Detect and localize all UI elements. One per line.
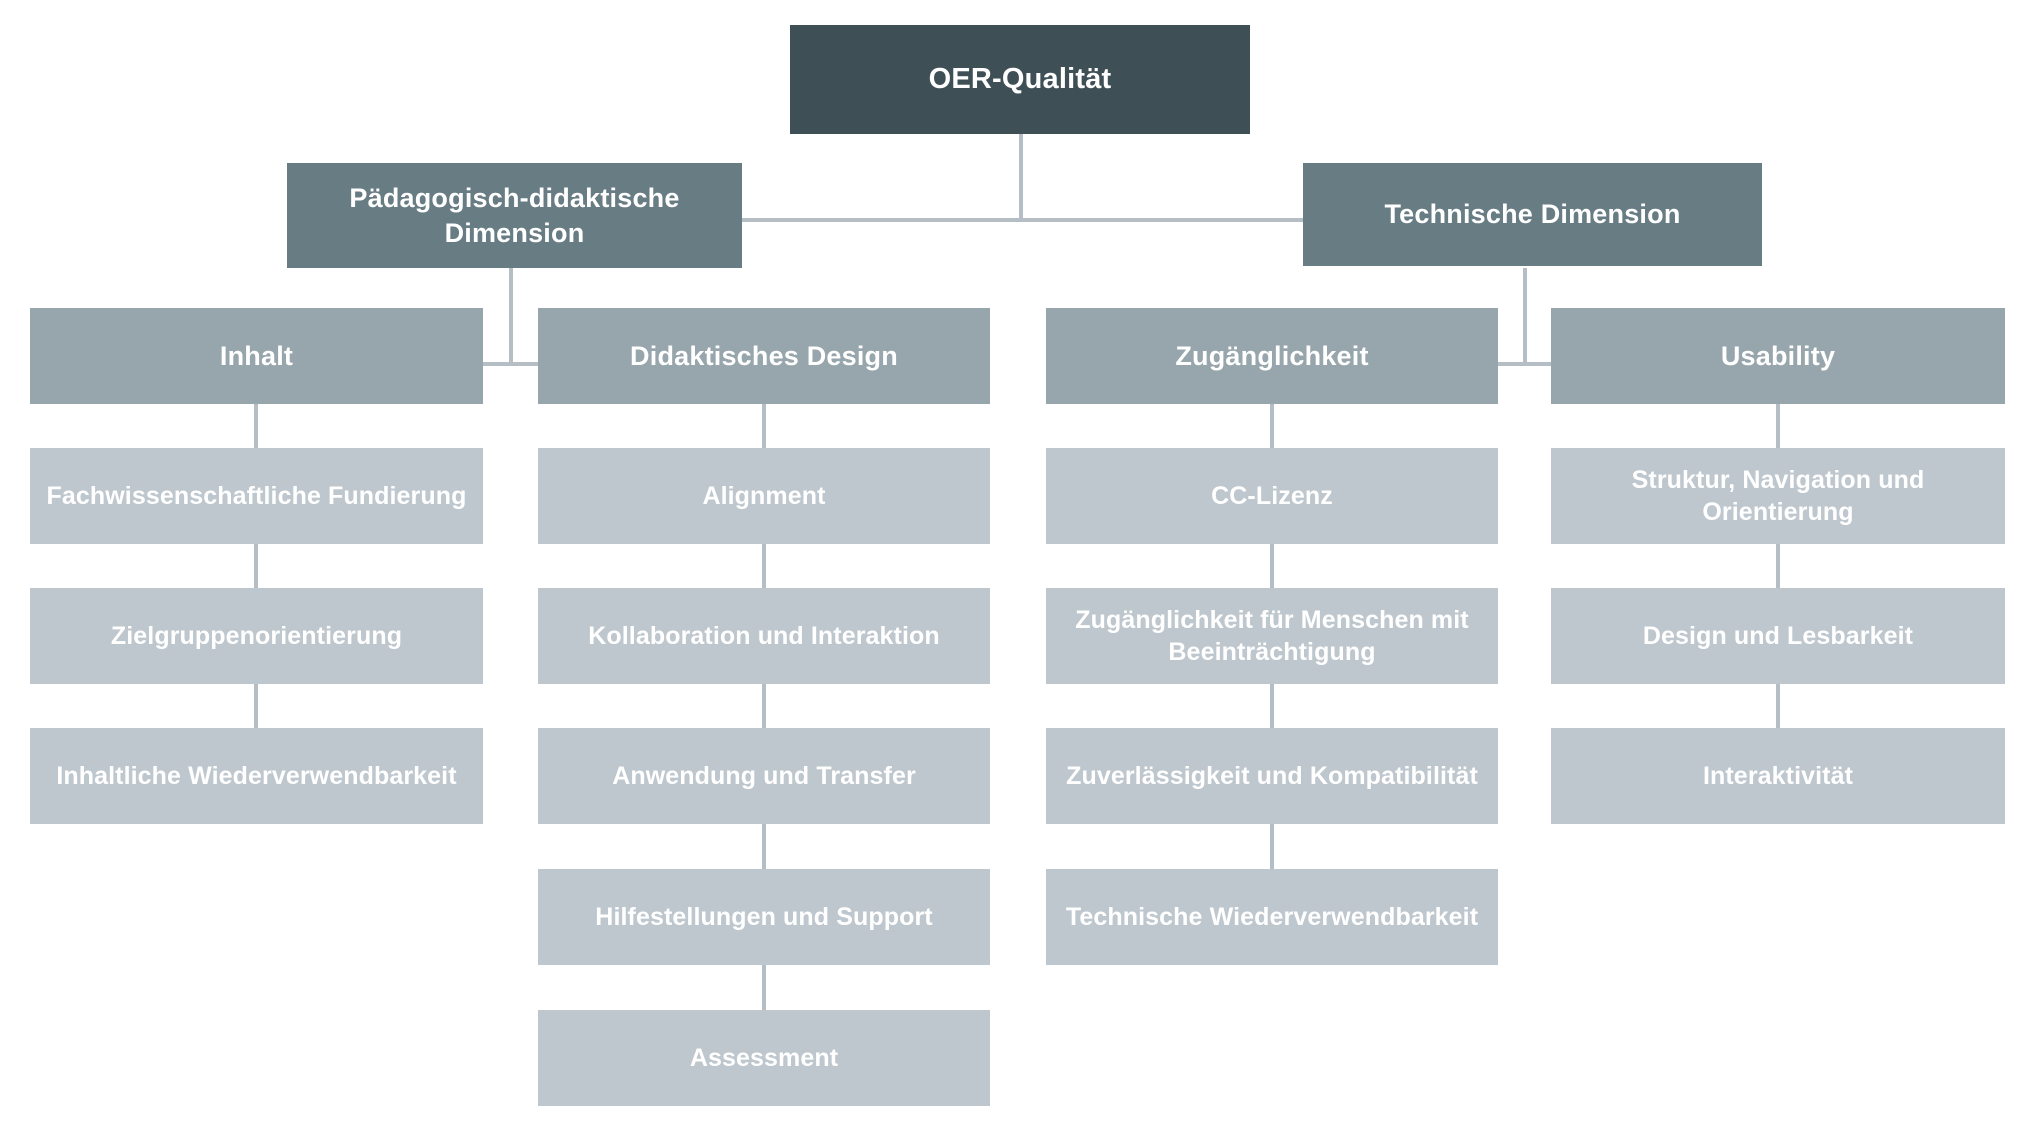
node-leaf-technische-wiederverwendbarkeit[interactable]: Technische Wiederverwendbarkeit — [1046, 869, 1498, 965]
node-category-usability[interactable]: Usability — [1551, 308, 2005, 404]
node-leaf-label: Assessment — [689, 1044, 839, 1072]
node-leaf-label: Alignment — [702, 482, 826, 510]
node-leaf-inhaltliche-wiederverwendbarkeit[interactable]: Inhaltliche Wiederverwendbarkeit — [30, 728, 483, 824]
node-leaf-label: CC-Lizenz — [1211, 482, 1333, 510]
node-leaf-label: Fachwissenschaftliche Fundierung — [46, 482, 467, 510]
node-leaf-label: Design und Lesbarkeit — [1642, 622, 1914, 650]
node-dimension-label: Technische Dimension — [1384, 199, 1681, 230]
node-leaf-label: Anwendung und Transfer — [612, 762, 916, 790]
node-leaf-label: Interaktivität — [1702, 762, 1854, 790]
node-dimension-paedagogisch-didaktisch[interactable]: Pädagogisch-didaktische Dimension — [287, 163, 742, 268]
node-leaf-label: Struktur, Navigation und Orientierung — [1631, 466, 1925, 526]
node-category-label: Didaktisches Design — [630, 340, 898, 371]
node-category-zugaenglichkeit[interactable]: Zugänglichkeit — [1046, 308, 1498, 404]
node-category-inhalt[interactable]: Inhalt — [30, 308, 483, 404]
node-leaf-zuverlaessigkeit-und-kompatibilitaet[interactable]: Zuverlässigkeit und Kompatibilität — [1046, 728, 1498, 824]
connector-spine-col2 — [762, 404, 766, 1036]
node-leaf-label: Inhaltliche Wiederverwendbarkeit — [56, 762, 457, 790]
connector-root-bus — [511, 218, 1527, 222]
node-leaf-alignment[interactable]: Alignment — [538, 448, 990, 544]
node-leaf-assessment[interactable]: Assessment — [538, 1010, 990, 1106]
node-leaf-label: Zielgruppenorientierung — [110, 622, 403, 650]
connector-dim-right-stem — [1523, 268, 1527, 364]
node-leaf-label: Kollaboration und Interaktion — [588, 622, 940, 650]
node-category-didaktisches-design[interactable]: Didaktisches Design — [538, 308, 990, 404]
node-leaf-fachwissenschaftliche-fundierung[interactable]: Fachwissenschaftliche Fundierung — [30, 448, 483, 544]
node-leaf-label: Hilfestellungen und Support — [595, 903, 933, 931]
node-leaf-cc-lizenz[interactable]: CC-Lizenz — [1046, 448, 1498, 544]
node-leaf-anwendung-und-transfer[interactable]: Anwendung und Transfer — [538, 728, 990, 824]
node-root-label: OER-Qualität — [928, 62, 1112, 95]
node-leaf-interaktivitaet[interactable]: Interaktivität — [1551, 728, 2005, 824]
node-category-label: Inhalt — [219, 340, 294, 371]
connector-dim-right-bus — [1272, 362, 1778, 366]
node-root-oer-qualitaet[interactable]: OER-Qualität — [790, 25, 1250, 134]
node-category-label: Usability — [1720, 340, 1836, 371]
node-dimension-technisch[interactable]: Technische Dimension — [1303, 163, 1762, 266]
node-category-label: Zugänglichkeit — [1175, 340, 1369, 371]
node-leaf-zugaenglichkeit-fuer-menschen-mit-beeintraechtigung[interactable]: Zugänglichkeit für Menschen mit Beeinträ… — [1046, 588, 1498, 684]
node-leaf-kollaboration-und-interaktion[interactable]: Kollaboration und Interaktion — [538, 588, 990, 684]
connector-dim-left-stem — [509, 268, 513, 364]
node-leaf-design-und-lesbarkeit[interactable]: Design und Lesbarkeit — [1551, 588, 2005, 684]
node-leaf-struktur-navigation-und-orientierung[interactable]: Struktur, Navigation und Orientierung — [1551, 448, 2005, 544]
connector-dim-left-bus — [256, 362, 764, 366]
node-leaf-label: Zugänglichkeit für Menschen mit Beeinträ… — [1075, 606, 1469, 666]
node-dimension-label: Pädagogisch-didaktische Dimension — [349, 182, 680, 248]
node-leaf-hilfestellungen-und-support[interactable]: Hilfestellungen und Support — [538, 869, 990, 965]
node-leaf-label: Zuverlässigkeit und Kompatibilität — [1066, 762, 1478, 790]
connector-root-stem — [1019, 134, 1023, 220]
node-leaf-zielgruppenorientierung[interactable]: Zielgruppenorientierung — [30, 588, 483, 684]
node-leaf-label: Technische Wiederverwendbarkeit — [1065, 903, 1479, 931]
